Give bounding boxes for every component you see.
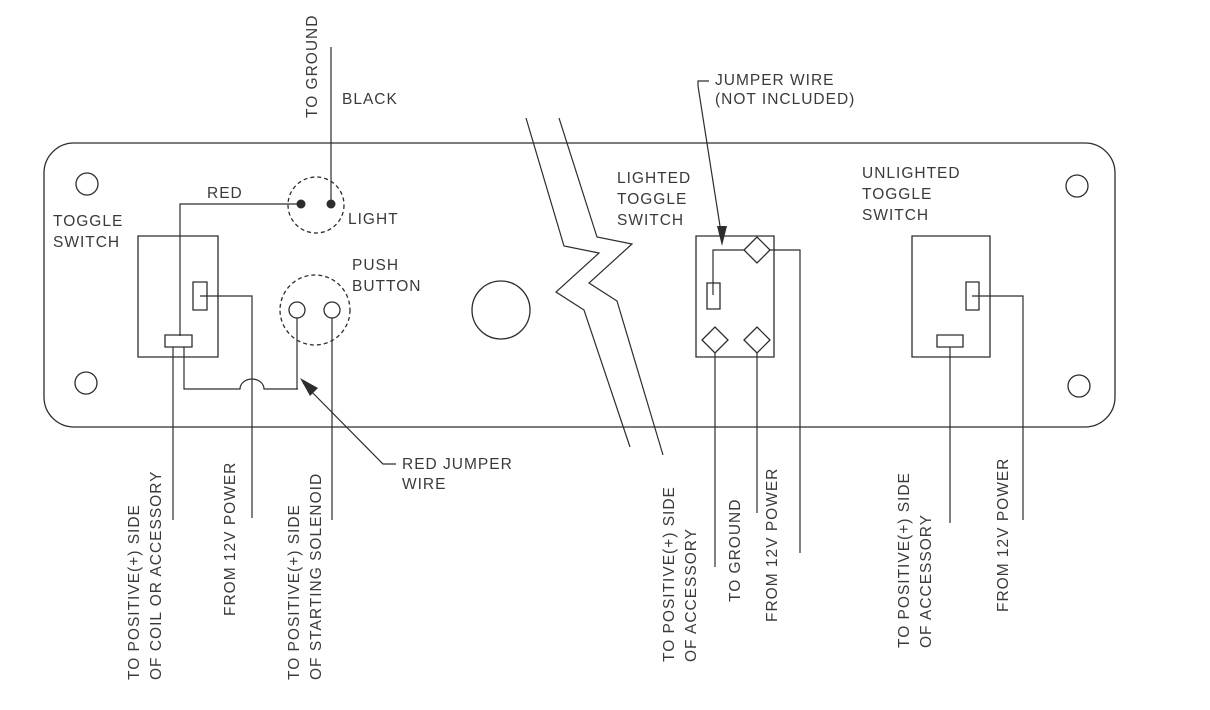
indicator-light-symbol — [288, 177, 344, 233]
jumper-wire-path — [713, 250, 744, 295]
jumper-wire-arrowhead — [717, 226, 727, 246]
red-wire — [180, 204, 301, 336]
unlighted-toggle-switch-label: UNLIGHTED TOGGLE SWITCH — [862, 165, 961, 224]
red-jumper-callout-leader — [300, 378, 396, 464]
jumper-wire-callout-leader — [698, 81, 727, 246]
wire-label-to-ground-2: TO GROUND — [727, 498, 744, 602]
mounting-hole-bottom-right — [1068, 375, 1090, 397]
red-jumper-wire-label: RED JUMPER WIRE — [402, 456, 513, 493]
light-label: LIGHT — [348, 211, 399, 228]
mounting-hole-top-right — [1066, 175, 1088, 197]
center-hole — [472, 281, 530, 339]
to-ground-top-label: TO GROUND — [304, 14, 321, 118]
wire-label-from-12v-power-3: FROM 12V POWER — [995, 457, 1012, 612]
wire-label-accessory-1: TO POSITIVE(+) SIDE OF ACCESSORY — [661, 486, 700, 662]
jumper-wire-note-label: JUMPER WIRE (NOT INCLUDED) — [715, 72, 856, 108]
wire-label-from-12v-power-2: FROM 12V POWER — [764, 467, 781, 622]
lighted-toggle-terminal-bottom-right — [744, 327, 770, 353]
wire-label-accessory-2: TO POSITIVE(+) SIDE OF ACCESSORY — [896, 472, 935, 648]
push-button-terminal-left — [289, 302, 305, 318]
toggle-switch-label: TOGGLE SWITCH — [53, 213, 124, 251]
wire-label-coil-accessory: TO POSITIVE(+) SIDE OF COIL OR ACCESSORY — [126, 470, 165, 681]
red-wire-label: RED — [207, 185, 243, 202]
panel-break-symbol — [526, 118, 663, 455]
toggle-switch-bottom-terminal — [165, 335, 192, 347]
panel-outline — [44, 143, 1115, 427]
mounting-holes — [75, 173, 1090, 397]
push-button-symbol — [280, 275, 350, 345]
wire-label-starting-solenoid: TO POSITIVE(+) SIDE OF STARTING SOLENOID — [286, 472, 325, 680]
black-wire-label: BLACK — [342, 91, 398, 108]
lighted-toggle-terminal-bottom-left — [702, 327, 728, 353]
lighted-toggle-switch-label: LIGHTED TOGGLE SWITCH — [617, 170, 692, 229]
push-button-terminal-right — [324, 302, 340, 318]
lighted-toggle-wires — [715, 250, 800, 567]
mounting-hole-bottom-left — [75, 372, 97, 394]
lighted-toggle-terminal-top-right — [744, 237, 770, 263]
push-button-wires — [297, 318, 332, 520]
light-wires — [180, 47, 331, 336]
push-button-label: PUSH BUTTON — [352, 257, 422, 295]
mounting-hole-top-left — [76, 173, 98, 195]
unlighted-toggle-wires — [950, 296, 1023, 523]
red-jumper-arrowhead — [300, 378, 318, 396]
wire-label-from-12v-power-1: FROM 12V POWER — [222, 461, 239, 616]
unlighted-toggle-bottom-terminal — [937, 335, 963, 347]
toggle-switch-wires — [173, 296, 298, 520]
lighted-toggle-switch-symbol — [696, 236, 774, 357]
red-jumper-wire-path — [184, 347, 298, 389]
